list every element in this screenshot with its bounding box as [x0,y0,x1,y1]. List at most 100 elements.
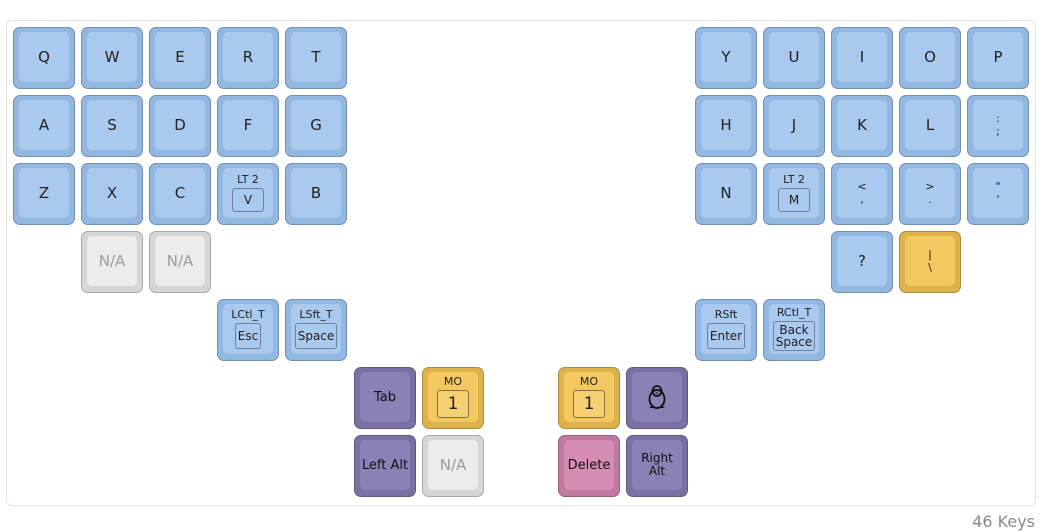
key-top-label: LT 2 [237,173,259,186]
key-label: S [107,115,117,134]
key-label: N/A [98,251,126,270]
linux-penguin-icon [648,385,666,409]
key-inner-label: Esc [234,323,262,349]
key-base-label: , [860,193,864,206]
key-question[interactable]: ? [831,231,893,293]
key-h[interactable]: H [695,95,757,157]
key-k[interactable]: K [831,95,893,157]
key-label: Y [721,47,731,66]
key-w[interactable]: W [81,27,143,89]
key-inner-label: 1 [573,390,605,418]
key-p[interactable]: P [967,27,1029,89]
key-label: K [857,115,867,134]
key-base-label: ; [996,125,1000,138]
key-label: T [311,47,321,66]
key-j[interactable]: J [763,95,825,157]
key-label: Delete [567,457,611,473]
key-label: ? [858,251,866,270]
key-label: Left Alt [361,457,409,473]
key-na-3[interactable]: N/A [422,435,484,497]
key-label: F [243,115,253,134]
key-label: E [175,47,185,66]
key-u[interactable]: U [763,27,825,89]
key-shift-label: > [925,180,935,193]
key-inner-label: 1 [437,390,469,418]
key-inner-label: V [232,188,264,212]
key-top-label: RSft [714,308,738,321]
key-label: U [788,47,800,66]
key-label-line: Right [641,451,673,465]
key-g[interactable]: G [285,95,347,157]
key-top-label: RCtl_T [776,306,812,319]
key-z[interactable]: Z [13,163,75,225]
key-base-label: \ [928,261,932,274]
key-na-1[interactable]: N/A [81,231,143,293]
key-delete[interactable]: Delete [558,435,620,497]
key-left-alt[interactable]: Left Alt [354,435,416,497]
key-d[interactable]: D [149,95,211,157]
key-c[interactable]: C [149,163,211,225]
key-count: 46 Keys [972,512,1035,531]
key-label: P [993,47,1003,66]
key-top-label: LSft_T [299,308,333,321]
key-label: X [106,183,118,202]
key-tab[interactable]: Tab [354,367,416,429]
key-label: N/A [166,251,194,270]
key-semicolon[interactable]: :; [967,95,1029,157]
key-label: D [174,115,186,134]
key-inner-label: Enter [706,323,746,349]
key-label: W [104,47,120,66]
key-label: L [925,115,935,134]
key-label: N [720,183,732,202]
key-label: Q [38,47,50,66]
key-comma[interactable]: <, [831,163,893,225]
key-quote[interactable]: "' [967,163,1029,225]
key-label: G [310,115,322,134]
key-base-label: ' [996,193,1000,206]
key-lt2-m[interactable]: LT 2 M [763,163,825,225]
key-backslash[interactable]: |\ [899,231,961,293]
key-label: I [859,47,865,66]
keyboard-layout: Q W E R T Y U I O P A S D F G H J K L :;… [6,20,1036,506]
key-mo1-left[interactable]: MO 1 [422,367,484,429]
key-label: B [310,183,322,202]
key-s[interactable]: S [81,95,143,157]
key-n[interactable]: N [695,163,757,225]
key-inner-line: Space [775,335,813,349]
key-inner-label: M [778,188,810,212]
key-lctl-esc[interactable]: LCtl_T Esc [217,299,279,361]
key-top-label: MO [443,375,463,388]
key-top-label: LT 2 [783,173,805,186]
key-y[interactable]: Y [695,27,757,89]
key-e[interactable]: E [149,27,211,89]
key-label: A [38,115,50,134]
key-shift-label: : [996,112,1000,125]
key-r[interactable]: R [217,27,279,89]
key-label: N/A [439,455,467,474]
key-b[interactable]: B [285,163,347,225]
key-inner-line: Back [779,323,809,337]
key-x[interactable]: X [81,163,143,225]
key-period[interactable]: >. [899,163,961,225]
key-i[interactable]: I [831,27,893,89]
key-label: J [791,115,797,134]
key-top-label: LCtl_T [231,308,265,321]
key-o[interactable]: O [899,27,961,89]
key-q[interactable]: Q [13,27,75,89]
key-shift-label: " [995,180,1001,193]
key-lt2-v[interactable]: LT 2 V [217,163,279,225]
key-linux[interactable] [626,367,688,429]
key-label: O [924,47,936,66]
key-t[interactable]: T [285,27,347,89]
key-na-2[interactable]: N/A [149,231,211,293]
key-l[interactable]: L [899,95,961,157]
key-label: Tab [373,389,396,405]
key-a[interactable]: A [13,95,75,157]
key-label-line: Alt [648,464,666,478]
key-f[interactable]: F [217,95,279,157]
